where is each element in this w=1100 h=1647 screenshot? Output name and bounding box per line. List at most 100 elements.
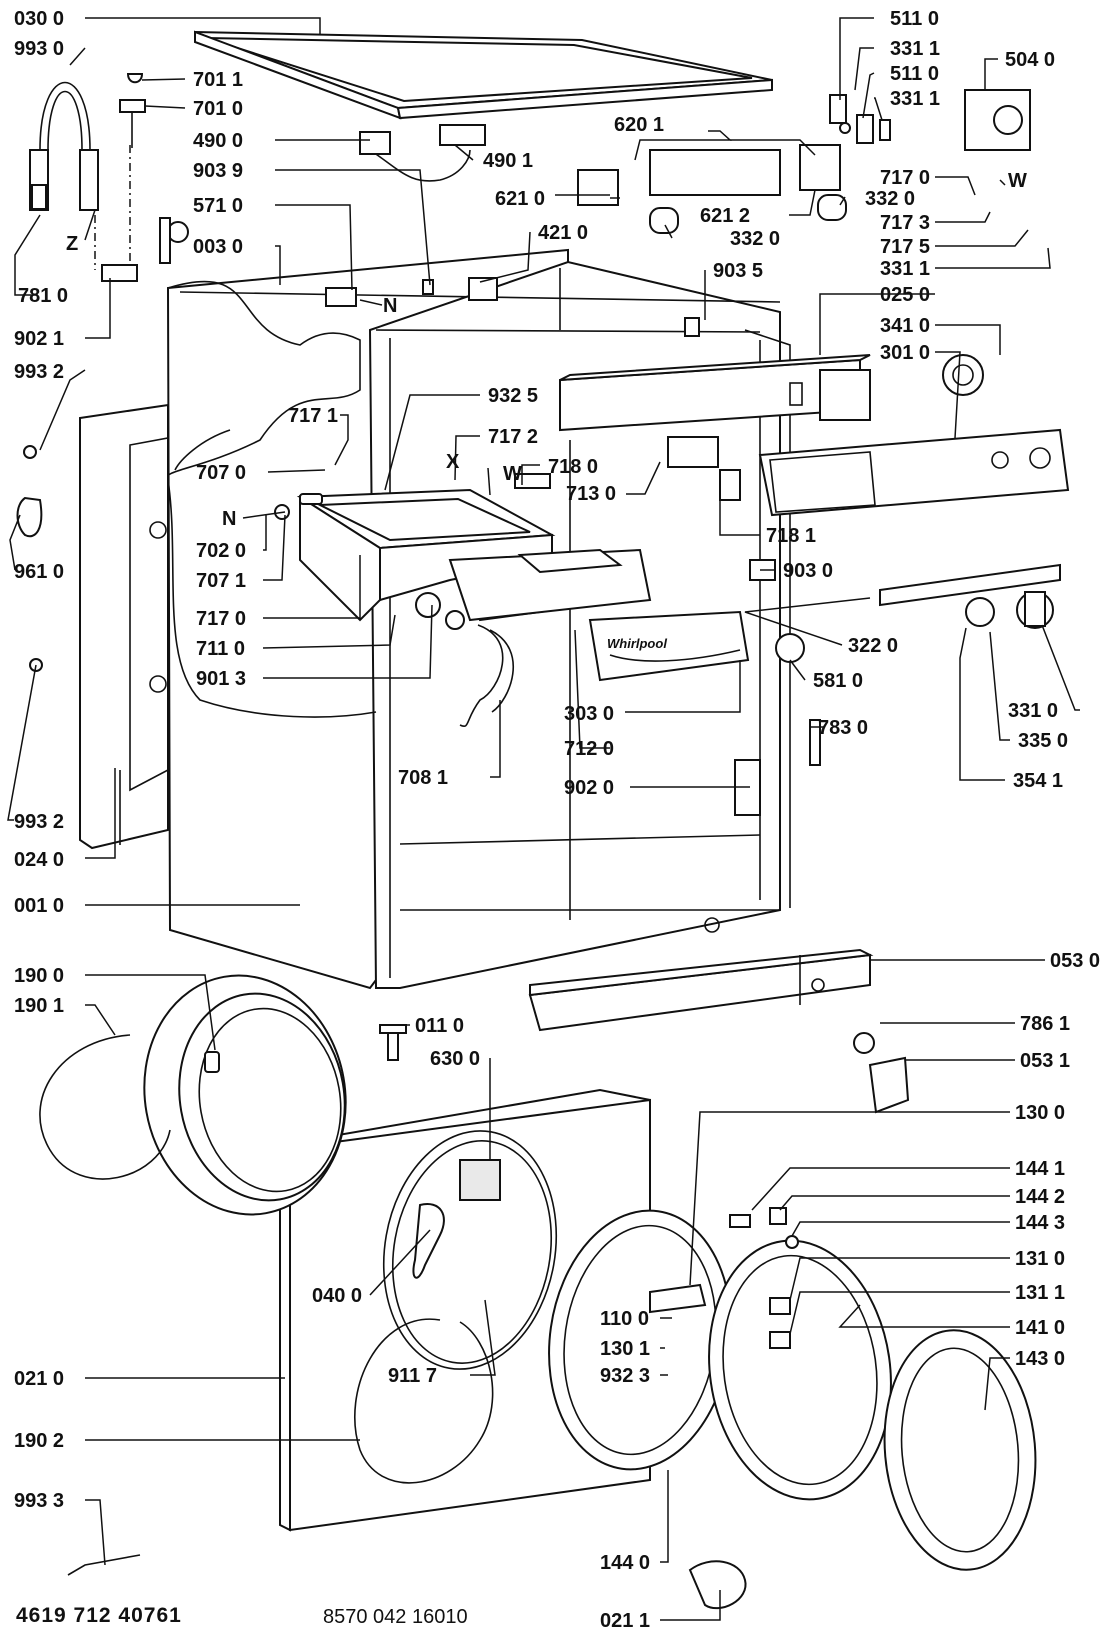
part-label: 903 9 <box>193 160 243 182</box>
part-label: 630 0 <box>430 1048 480 1070</box>
part-label: 717 0 <box>880 167 930 189</box>
part-label: 490 1 <box>483 150 533 172</box>
part-label: 993 2 <box>14 811 64 833</box>
part-label: 190 0 <box>14 965 64 987</box>
part-label: Z <box>66 233 78 255</box>
part-label: 701 1 <box>193 69 243 91</box>
part-label: 143 0 <box>1015 1348 1065 1370</box>
part-label: 902 1 <box>14 328 64 350</box>
part-label: X <box>446 451 460 473</box>
part-label: W <box>1008 170 1027 192</box>
clamp-ring <box>39 1034 171 1180</box>
part-label: 783 0 <box>818 717 868 739</box>
part-label: 511 0 <box>890 8 939 30</box>
part-label: 053 1 <box>1020 1050 1070 1072</box>
part-label: 718 0 <box>548 456 598 478</box>
part-label: 110 0 <box>600 1308 649 1330</box>
part-label: 718 1 <box>766 525 816 547</box>
part-label: 301 0 <box>880 342 930 364</box>
part-label: 717 0 <box>196 608 246 630</box>
door-assembly <box>548 1209 1037 1610</box>
part-label: 961 0 <box>14 561 64 583</box>
part-label: 130 1 <box>600 1338 650 1360</box>
part-label: 053 0 <box>1050 950 1100 972</box>
part-label: 993 2 <box>14 361 64 383</box>
part-label: 131 0 <box>1015 1248 1065 1270</box>
inner-clamp-ring <box>354 1318 494 1484</box>
part-label: 131 1 <box>1015 1282 1065 1304</box>
part-label: 144 1 <box>1015 1158 1065 1180</box>
part-label: 571 0 <box>193 195 243 217</box>
part-label: 421 0 <box>538 222 588 244</box>
control-panel-board <box>559 354 1070 607</box>
part-label: 781 0 <box>18 285 68 307</box>
part-label: 144 0 <box>600 1552 650 1574</box>
part-label: 620 1 <box>614 114 664 136</box>
small-parts <box>16 73 1054 1576</box>
part-label: 707 1 <box>196 570 246 592</box>
part-label: 331 0 <box>1008 700 1058 722</box>
part-label: 701 0 <box>193 98 243 120</box>
part-label: 040 0 <box>312 1285 362 1307</box>
part-label: 130 0 <box>1015 1102 1065 1124</box>
part-label: 702 0 <box>196 540 246 562</box>
part-label: 024 0 <box>14 849 64 871</box>
part-label: 713 0 <box>566 483 616 505</box>
document-code: 4619 712 40761 <box>16 1604 182 1627</box>
part-label: 331 1 <box>890 38 940 60</box>
part-label: 712 0 <box>564 738 614 760</box>
part-label: 030 0 <box>14 8 64 30</box>
top-lid <box>194 30 773 120</box>
part-label: 003 0 <box>193 236 243 258</box>
part-label: 331 1 <box>890 88 940 110</box>
front-panel <box>278 1088 651 1532</box>
part-label: 144 2 <box>1015 1186 1065 1208</box>
part-label: 335 0 <box>1018 730 1068 752</box>
part-label: 717 1 <box>288 405 338 427</box>
part-label: 717 2 <box>488 426 538 448</box>
part-label: 021 0 <box>14 1368 64 1390</box>
leader-lines <box>7 17 1080 1621</box>
part-label: 332 0 <box>865 188 915 210</box>
part-label: 490 0 <box>193 130 243 152</box>
part-label: 581 0 <box>813 670 863 692</box>
part-label: 303 0 <box>564 703 614 725</box>
part-label: 932 5 <box>488 385 538 407</box>
kick-plate <box>528 948 874 1032</box>
part-label: 903 0 <box>783 560 833 582</box>
part-label: 711 0 <box>196 638 245 660</box>
part-label: 707 0 <box>196 462 246 484</box>
part-label: 717 5 <box>880 236 930 258</box>
part-label: 903 5 <box>713 260 763 282</box>
part-label: 708 1 <box>398 767 448 789</box>
part-number-labels: 030 0 993 0 701 1 701 0 490 0 903 9 490 … <box>14 8 1100 1632</box>
door-seal <box>143 974 347 1216</box>
part-label: N <box>383 295 397 317</box>
reference-code: 8570 042 16010 <box>323 1606 468 1628</box>
part-label: 021 1 <box>600 1610 650 1632</box>
part-label: 190 2 <box>14 1430 64 1452</box>
part-label: 901 3 <box>196 668 246 690</box>
part-label: 911 7 <box>388 1365 437 1387</box>
part-label: 504 0 <box>1005 49 1055 71</box>
part-label: 993 0 <box>14 38 64 60</box>
part-label: 511 0 <box>890 63 939 85</box>
part-label: 001 0 <box>14 895 64 917</box>
part-label: 932 3 <box>600 1365 650 1387</box>
part-label: 341 0 <box>880 315 930 337</box>
part-label: 332 0 <box>730 228 780 250</box>
part-label: 011 0 <box>415 1015 464 1037</box>
part-label: N <box>222 508 236 530</box>
part-label: 786 1 <box>1020 1013 1070 1035</box>
part-label: 190 1 <box>14 995 64 1017</box>
back-panel <box>79 403 169 850</box>
part-label: 621 2 <box>700 205 750 227</box>
part-label: 025 0 <box>880 284 930 306</box>
part-label: 354 1 <box>1013 770 1063 792</box>
part-label: 993 3 <box>14 1490 64 1512</box>
part-label: 322 0 <box>848 635 898 657</box>
part-label: 141 0 <box>1015 1317 1065 1339</box>
part-label: 902 0 <box>564 777 614 799</box>
